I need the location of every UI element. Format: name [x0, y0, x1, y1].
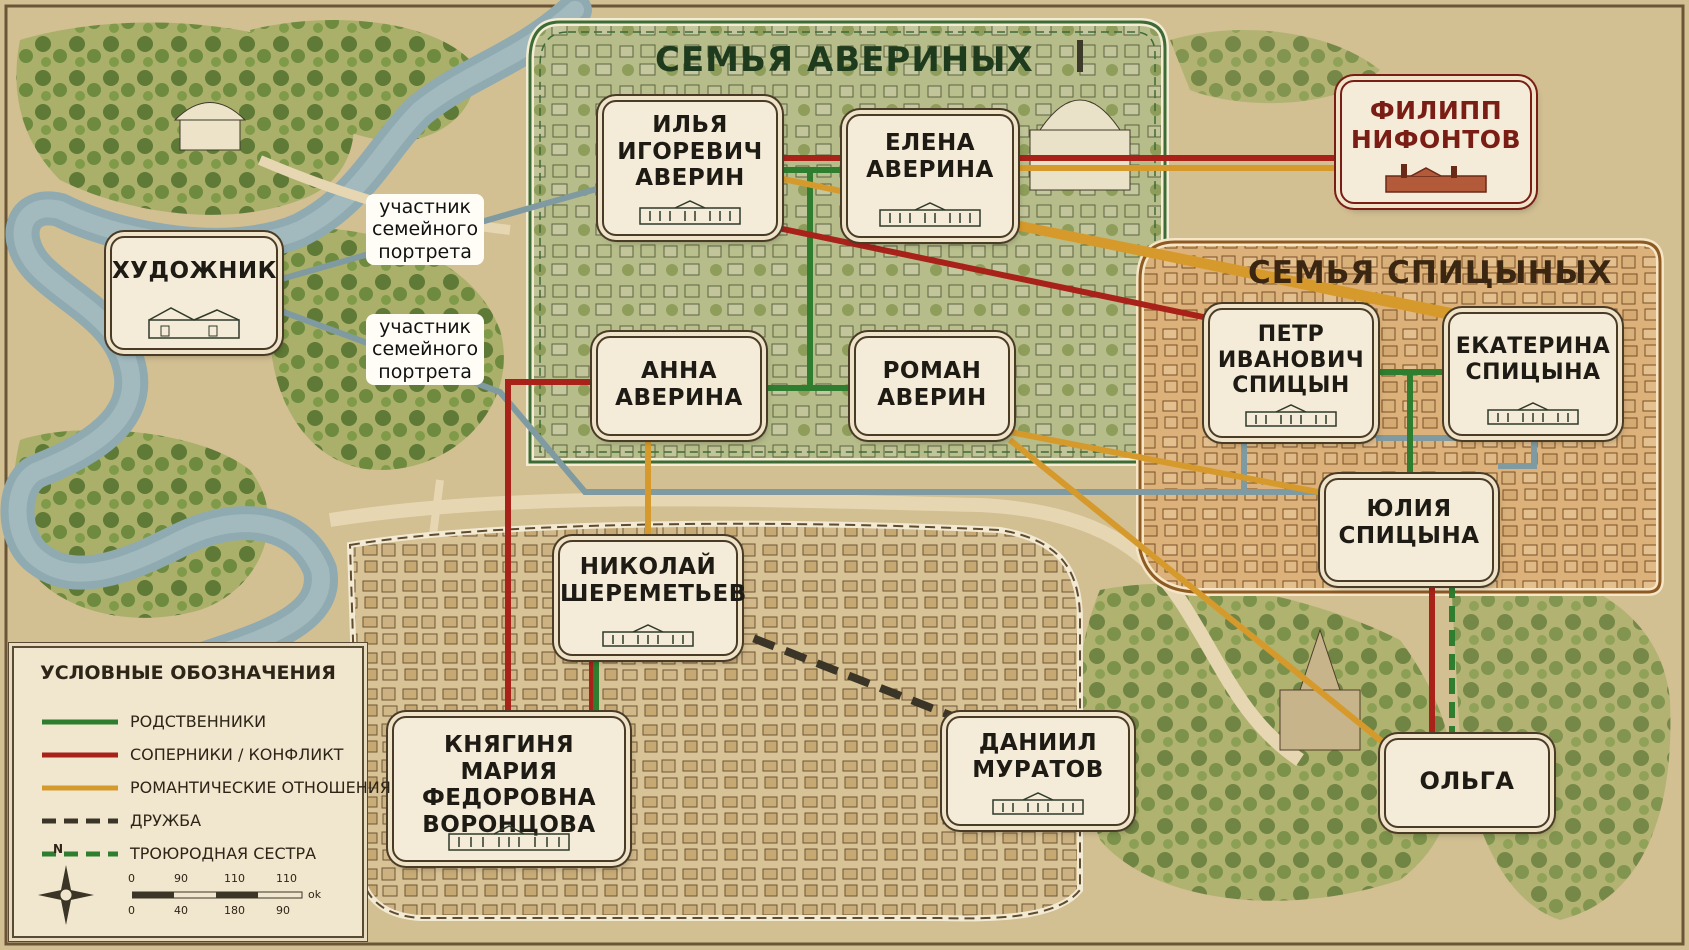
line-roman-yulia-romance: [1009, 429, 1319, 495]
node-name: ОЛЬГА: [1419, 767, 1515, 795]
scale-tick: 0: [128, 904, 135, 917]
legend-item-cousin: ТРОЮРОДНАЯ СЕСТРА: [42, 842, 352, 866]
church-landmark: [1279, 628, 1361, 751]
park-east: [1450, 560, 1671, 920]
scale-tick: 110: [224, 872, 245, 885]
legend-item-conflict: СОПЕРНИКИ / КОНФЛИКТ: [42, 743, 352, 767]
legend-swatch: [42, 719, 118, 725]
legend-swatch: [42, 818, 118, 824]
legend-item-relatives: РОДСТВЕННИКИ: [42, 710, 352, 734]
node-anna-averina[interactable]: АННА АВЕРИНА: [596, 336, 762, 436]
node-elena-averina[interactable]: ЕЛЕНА АВЕРИНА: [846, 114, 1014, 238]
park-north-east: [1170, 30, 1380, 104]
edge-label-portrait-yulia: участник семейного портрета: [366, 314, 485, 386]
manor-icon: [1487, 402, 1579, 425]
node-name: ХУДОЖНИК: [112, 258, 277, 284]
node-ekaterina-spitsyna[interactable]: ЕКАТЕРИНА СПИЦЫНА: [1448, 312, 1618, 436]
legend-label: СОПЕРНИКИ / КОНФЛИКТ: [130, 745, 344, 764]
line-roman-olga-romance: [1008, 437, 1392, 751]
legend-title: УСЛОВНЫЕ ОБОЗНАЧЕНИЯ: [40, 662, 336, 684]
gazebo-landmark: [173, 102, 247, 151]
park-south-east: [1077, 583, 1453, 901]
scale-unit: ok: [308, 888, 322, 901]
node-name: ИЛЬЯ ИГОРЕВИЧ АВЕРИН: [617, 112, 763, 192]
scale-tick: 90: [174, 872, 188, 885]
node-nikolay-sheremetev[interactable]: НИКОЛАЙ ШЕРЕМЕТЬЕВ: [558, 540, 747, 656]
legend-label: ДРУЖБА: [130, 811, 202, 830]
node-ilya-averin[interactable]: ИЛЬЯ ИГОРЕВИЧ АВЕРИН: [602, 100, 778, 236]
legend-swatch: [42, 851, 118, 857]
node-name: ЕКАТЕРИНА СПИЦЫНА: [1455, 334, 1611, 385]
scale-tick: 180: [224, 904, 245, 917]
node-petr-spitsyn[interactable]: ПЕТР ИВАНОВИЧ СПИЦЫН: [1208, 308, 1374, 438]
factory-icon: [1385, 164, 1487, 193]
compass-rose-icon: [38, 865, 94, 925]
node-name: КНЯГИНЯ МАРИЯ ФЕДОРОВНА ВОРОНЦОВА: [421, 732, 597, 839]
node-olga[interactable]: ОЛЬГА: [1384, 738, 1550, 828]
node-name: ЮЛИЯ СПИЦЫНА: [1338, 496, 1480, 549]
node-knyaginya-vorontsova[interactable]: КНЯГИНЯ МАРИЯ ФЕДОРОВНА ВОРОНЦОВА: [392, 716, 626, 862]
node-filipp-nifontov[interactable]: ФИЛИПП НИФОНТОВ: [1340, 80, 1532, 204]
node-name: АННА АВЕРИНА: [615, 358, 743, 411]
spitsyn-family-title: СЕМЬЯ СПИЦЫНЫХ: [1248, 255, 1613, 291]
palace-icon: [448, 825, 570, 851]
legend-swatch: [42, 752, 118, 758]
node-yulia-spitsyna[interactable]: ЮЛИЯ СПИЦЫНА: [1324, 478, 1494, 582]
node-name: ФИЛИПП НИФОНТОВ: [1350, 96, 1522, 154]
node-name: НИКОЛАЙ ШЕРЕМЕТЬЕВ: [560, 554, 747, 607]
line-ilya-petr-conflict: [777, 225, 1209, 321]
node-artist[interactable]: ХУДОЖНИК: [110, 236, 278, 350]
legend-label: ТРОЮРОДНАЯ СЕСТРА: [130, 844, 317, 863]
node-name: ПЕТР ИВАНОВИЧ СПИЦЫН: [1217, 322, 1365, 399]
compass-north-label: N: [53, 842, 64, 856]
node-daniil-muratov[interactable]: ДАНИИЛ МУРАТОВ: [946, 716, 1130, 826]
manor-icon: [1245, 404, 1337, 427]
studio-icon: [148, 307, 240, 339]
manor-icon: [879, 202, 981, 227]
scale-tick: 90: [276, 904, 290, 917]
manor-icon: [602, 624, 694, 647]
line-nikolay-daniil-friendship: [720, 622, 954, 720]
node-name: ЕЛЕНА АВЕРИНА: [866, 130, 994, 183]
legend-swatch: [42, 785, 118, 791]
node-roman-averin[interactable]: РОМАН АВЕРИН: [854, 336, 1010, 436]
legend: УСЛОВНЫЕ ОБОЗНАЧЕНИЯ РОДСТВЕННИКИ СОПЕРН…: [12, 646, 391, 938]
scale-tick: 110: [276, 872, 297, 885]
line-elena-ekaterina-romance: [1009, 219, 1457, 315]
manor-icon: [639, 200, 741, 225]
legend-label: РОДСТВЕННИКИ: [130, 712, 267, 731]
scale-tick: 40: [174, 904, 188, 917]
line-anna-knyaginya-conflict: [505, 379, 594, 716]
road-main: [328, 492, 1304, 766]
node-name: РОМАН АВЕРИН: [877, 358, 987, 411]
edge-label-portrait-ilya: участник семейного портрета: [366, 194, 485, 266]
averin-family-title: СЕМЬЯ АВЕРИНЫХ: [655, 40, 1034, 80]
legend-item-romance: РОМАНТИЧЕСКИЕ ОТНОШЕНИЯ: [42, 776, 391, 800]
legend-item-friendship: ДРУЖБА: [42, 809, 352, 833]
scale-bar: [132, 891, 303, 899]
node-name: ДАНИИЛ МУРАТОВ: [972, 730, 1104, 783]
scale-tick: 0: [128, 872, 135, 885]
legend-label: РОМАНТИЧЕСКИЕ ОТНОШЕНИЯ: [130, 778, 391, 797]
manor-icon: [992, 792, 1084, 815]
